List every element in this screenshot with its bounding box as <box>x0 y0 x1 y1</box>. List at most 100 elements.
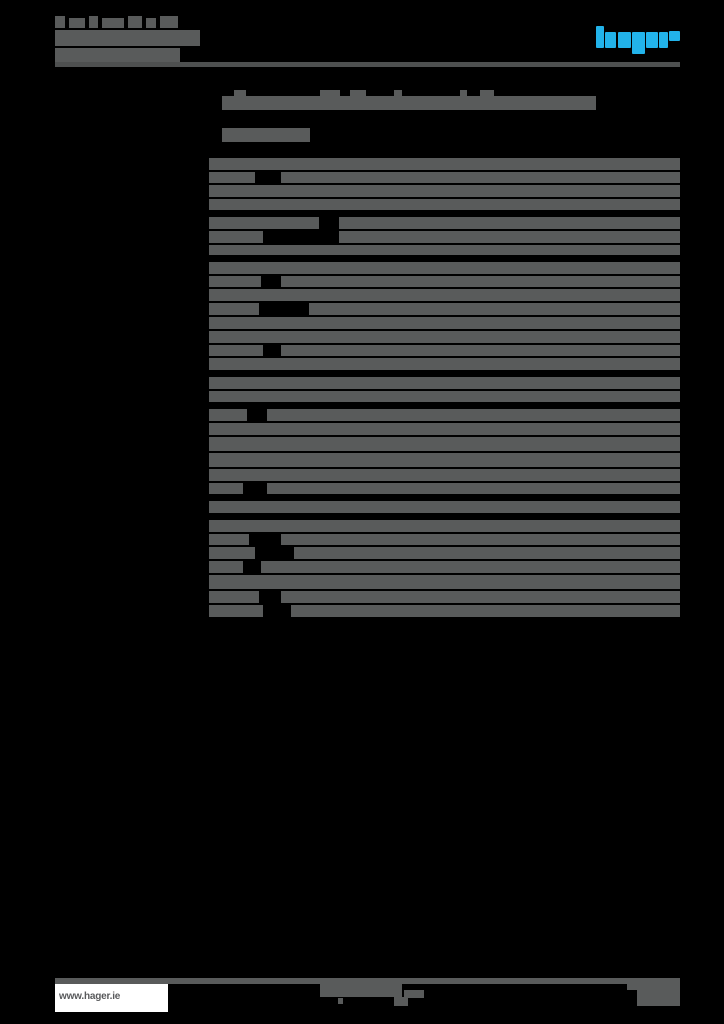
spec-value <box>271 520 680 532</box>
spec-row <box>209 345 680 356</box>
spec-row <box>209 158 680 170</box>
spec-row <box>209 377 680 389</box>
spec-label <box>209 501 307 513</box>
spec-label <box>209 245 271 255</box>
spec-value <box>339 217 680 229</box>
spec-row <box>209 423 680 435</box>
spec-row <box>209 358 680 370</box>
spec-group-separator <box>209 255 680 262</box>
page-title-bar <box>222 96 596 110</box>
spec-label <box>209 262 267 274</box>
spec-value <box>294 547 680 559</box>
spec-label <box>209 185 267 197</box>
spec-value <box>271 575 680 589</box>
spec-value <box>267 423 680 435</box>
title-fragment <box>55 16 65 28</box>
spec-group <box>209 217 680 255</box>
title-fragment <box>160 16 178 28</box>
spec-label <box>209 231 263 243</box>
spec-row <box>209 391 680 402</box>
logo-glyph <box>632 32 645 54</box>
spec-row <box>209 276 680 287</box>
spec-row <box>209 453 680 467</box>
page-header <box>0 0 724 80</box>
spec-label <box>209 199 259 210</box>
spec-row <box>209 199 680 210</box>
spec-label <box>209 453 239 467</box>
footer-divider <box>55 978 680 984</box>
spec-label <box>209 289 263 301</box>
spec-row <box>209 317 680 329</box>
spec-group <box>209 158 680 210</box>
spec-value <box>281 172 680 183</box>
footer-website-box[interactable]: www.hager.ie <box>55 984 168 1012</box>
spec-value <box>339 231 680 243</box>
spec-label <box>209 391 255 402</box>
spec-label <box>209 345 263 356</box>
logo-glyph <box>618 32 631 48</box>
spec-row <box>209 172 680 183</box>
spec-label <box>209 358 259 370</box>
spec-value <box>281 199 680 210</box>
spec-group <box>209 377 680 402</box>
spec-value <box>267 437 680 451</box>
logo-glyph <box>659 32 668 48</box>
page-footer: www.hager.ie <box>0 978 724 1024</box>
spec-label <box>209 377 309 389</box>
footer-website-link[interactable]: www.hager.ie <box>59 991 121 1002</box>
spec-row <box>209 483 680 494</box>
spec-label <box>209 172 255 183</box>
footer-fragment <box>627 982 680 990</box>
spec-label <box>209 561 243 573</box>
page-title-ascender <box>320 90 340 98</box>
spec-label <box>209 276 261 287</box>
logo-glyph <box>605 32 616 48</box>
page-title-ascender <box>350 90 366 98</box>
spec-value <box>349 501 680 513</box>
spec-label <box>209 605 263 617</box>
spec-label <box>209 591 259 603</box>
spec-row <box>209 303 680 315</box>
spec-value <box>261 561 680 573</box>
spec-label <box>209 423 239 435</box>
spec-value <box>309 303 680 315</box>
title-fragment <box>102 18 124 28</box>
page-title <box>222 90 596 110</box>
specification-table <box>209 158 680 617</box>
spec-value <box>281 158 680 170</box>
hager-logo <box>596 24 680 54</box>
footer-fragment <box>394 997 408 1006</box>
footer-fragment <box>404 990 424 998</box>
spec-label <box>209 409 247 421</box>
spec-group <box>209 501 680 513</box>
document-title-redacted <box>55 16 215 62</box>
title-fragment <box>89 16 98 28</box>
spec-label <box>209 469 239 481</box>
spec-group-separator <box>209 402 680 409</box>
footer-right-redacted <box>627 982 680 1006</box>
spec-label <box>209 217 319 229</box>
spec-value <box>291 377 680 389</box>
spec-value <box>281 262 680 274</box>
spec-value <box>281 591 680 603</box>
spec-row <box>209 409 680 421</box>
spec-row <box>209 575 680 589</box>
spec-label <box>209 158 267 170</box>
spec-row <box>209 469 680 481</box>
logo-glyph <box>669 31 680 41</box>
footer-fragment <box>637 990 680 1006</box>
spec-row <box>209 262 680 274</box>
title-fragment <box>55 48 180 62</box>
spec-label <box>209 331 255 343</box>
spec-value <box>267 483 680 494</box>
page-title-ascender <box>480 90 494 98</box>
footer-center-redacted <box>320 984 425 1006</box>
spec-value <box>281 317 680 329</box>
spec-value <box>267 409 680 421</box>
header-divider <box>55 62 680 67</box>
spec-row <box>209 561 680 573</box>
spec-value <box>281 289 680 301</box>
spec-label <box>209 483 243 494</box>
spec-row <box>209 231 680 243</box>
spec-value <box>281 534 680 545</box>
